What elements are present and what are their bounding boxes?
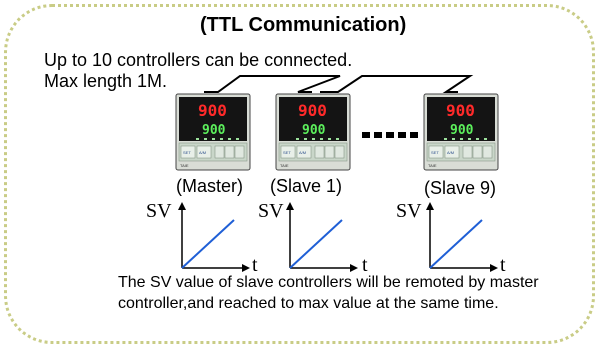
x-axis-arrow — [490, 264, 498, 272]
sv-ramp-line — [181, 219, 235, 269]
x-axis-arrow — [350, 264, 358, 272]
indicator-led — [328, 138, 331, 140]
y-axis-arrow — [286, 202, 294, 210]
key-label: SET — [283, 150, 291, 155]
y-axis-arrow — [426, 202, 434, 210]
wire-master-slave1 — [204, 75, 341, 93]
key-button — [444, 145, 460, 159]
arrow-key — [224, 145, 235, 159]
remote-sv-note: The SV value of slave controllers will b… — [118, 274, 539, 312]
indicator-led — [320, 138, 323, 140]
indicator-led — [228, 138, 231, 140]
t-axis-label-slave9: t — [500, 254, 506, 276]
slave9-label: (Slave 9) — [424, 178, 497, 198]
indicator-led — [452, 138, 455, 140]
pv-display: 900 — [298, 101, 327, 120]
sv-display: 900 — [450, 123, 474, 138]
arrow-key — [482, 145, 493, 159]
indicator-led — [236, 138, 239, 140]
indicator-led — [444, 138, 447, 140]
indicator-led — [204, 138, 207, 140]
y-axis-arrow — [178, 202, 186, 210]
communication-wires — [204, 75, 474, 93]
indicator-led — [476, 138, 479, 140]
page-title: (TTL Communication) — [200, 14, 407, 36]
t-axis-label-slave1: t — [362, 254, 368, 276]
indicator-led — [304, 138, 307, 140]
arrow-key — [214, 145, 225, 159]
arrow-key — [472, 145, 483, 159]
arrow-key — [334, 145, 345, 159]
wire-slave1-slave9 — [320, 75, 474, 93]
indicator-led — [312, 138, 315, 140]
indicator-led — [484, 138, 487, 140]
indicator-led — [296, 138, 299, 140]
sv-ramp-line — [289, 219, 343, 269]
max-length-text: Max length 1M. — [44, 71, 168, 91]
key-button — [296, 145, 312, 159]
brand-label: TAIE — [280, 163, 289, 168]
controller-screen — [279, 97, 347, 141]
t-axis-label-master: t — [252, 254, 258, 276]
slave1-label: (Slave 1) — [270, 176, 343, 196]
arrow-key — [462, 145, 473, 159]
key-button — [428, 145, 444, 159]
sv-axis-label-master: SV — [146, 200, 172, 222]
key-label: SET — [183, 150, 191, 155]
sv-axis-label-slave1: SV — [258, 200, 284, 222]
dotted-link — [362, 132, 418, 138]
sv-ramp-graph-slave1 — [286, 202, 358, 272]
indicator-led — [468, 138, 471, 140]
pv-display: 900 — [446, 101, 475, 120]
key-label: A/M — [199, 150, 206, 155]
pv-display: 900 — [198, 101, 227, 120]
controller-screen — [427, 97, 495, 141]
sv-display: 900 — [202, 123, 226, 138]
sv-axis-label-slave9: SV — [396, 200, 422, 222]
key-button — [196, 145, 212, 159]
sv-ramp-graph-master — [178, 202, 250, 272]
key-button — [280, 145, 296, 159]
arrow-key — [234, 145, 245, 159]
indicator-led — [220, 138, 223, 140]
indicator-led — [460, 138, 463, 140]
controller-screen — [179, 97, 247, 141]
key-label: A/M — [299, 150, 306, 155]
arrow-key — [324, 145, 335, 159]
indicator-led — [212, 138, 215, 140]
sv-display: 900 — [302, 123, 326, 138]
brand-label: TAIE — [180, 163, 189, 168]
key-label: SET — [431, 150, 439, 155]
sv-ramp-line — [429, 219, 483, 269]
indicator-led — [336, 138, 339, 140]
indicator-led — [196, 138, 199, 140]
brand-label: TAIE — [428, 163, 437, 168]
sv-ramp-graph-slave9 — [426, 202, 498, 272]
master-label: (Master) — [176, 176, 243, 196]
capacity-text: Up to 10 controllers can be connected. — [44, 50, 353, 70]
key-label: A/M — [447, 150, 454, 155]
key-button — [180, 145, 196, 159]
arrow-key — [314, 145, 325, 159]
x-axis-arrow — [242, 264, 250, 272]
